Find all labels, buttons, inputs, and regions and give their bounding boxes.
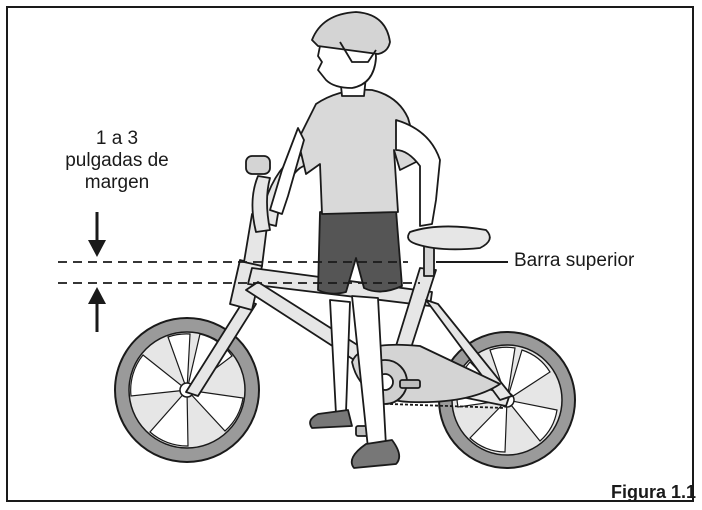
margin-label-line-3: margen	[84, 172, 150, 193]
bike-frame	[185, 154, 513, 437]
margin-label-line-1: 1 a 3	[95, 128, 139, 149]
arrow-up-icon	[88, 287, 106, 332]
margin-lines	[58, 261, 420, 284]
rider	[269, 11, 441, 469]
figure-caption: Figura 1.1	[611, 482, 697, 502]
margin-label: 1 a 3 pulgadas de margen	[52, 128, 182, 194]
arrow-down-icon	[88, 212, 106, 257]
top-bar-label: Barra superior	[514, 250, 635, 271]
margin-label-line-2: pulgadas de	[65, 150, 169, 171]
